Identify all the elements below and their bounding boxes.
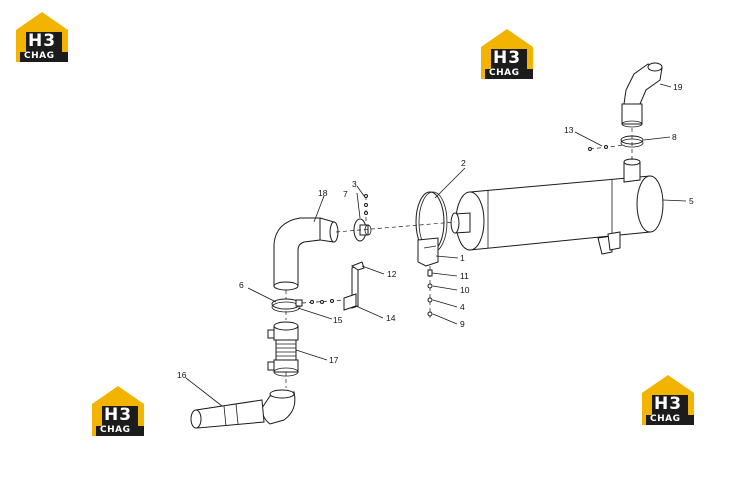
logo-bottom-letters: CHAG [100,425,131,435]
callout-5: 5 [689,196,694,206]
callout-13: 13 [564,125,574,135]
lower-intake-pipe [190,389,296,429]
outlet-clamp-ring [620,135,644,148]
logo-bottom-letters: CHAG [489,68,520,78]
brand-logo-top-left: H3 CHAG [14,10,70,62]
callout-15: 15 [333,315,343,325]
callout-3: 3 [352,179,357,189]
logo-top-letters: H3 [493,48,522,68]
leader-lines [185,83,687,407]
callout-18: 18 [318,188,328,198]
callout-9: 9 [460,319,465,329]
callout-12: 12 [387,269,397,279]
callout-10: 10 [460,285,470,295]
callout-2: 2 [461,158,466,168]
outlet-clamp-bolt [588,144,626,151]
brand-logo-top-center: H3 CHAG [479,27,535,79]
logo-top-letters: H3 [104,405,133,425]
upper-elbow-pipe [273,217,339,291]
callout-8: 8 [672,132,677,142]
brand-logo-bottom-left: H3 CHAG [90,384,146,436]
logo-bottom-letters: CHAG [650,414,681,424]
callout-1: 1 [460,253,465,263]
callout-4: 4 [460,302,465,312]
callout-7: 7 [343,189,348,199]
pipe-clamp [271,298,303,313]
logo-top-letters: H3 [28,31,57,51]
house-logo-icon [642,375,694,425]
house-logo-icon [481,29,533,79]
callout-11: 11 [460,271,469,281]
fastener-stack [427,269,433,317]
brand-logo-bottom-right: H3 CHAG [640,373,696,425]
clamp-bolts [301,299,345,304]
flexible-bellows [267,321,299,377]
callout-16: 16 [177,370,187,380]
callout-19: 19 [673,82,683,92]
callout-14: 14 [386,313,396,323]
logo-top-letters: H3 [654,394,683,414]
flange-screw [364,194,368,222]
muffler [450,158,664,255]
callout-6: 6 [239,280,244,290]
pipe-flange [353,218,372,242]
callout-17: 17 [329,355,339,365]
exhaust-outlet-elbow [621,62,663,128]
house-logo-icon [92,386,144,436]
assembly-axis-line [335,221,456,233]
clamp-bracket [417,237,439,267]
logo-bottom-letters: CHAG [24,51,55,61]
house-logo-icon [16,12,68,62]
